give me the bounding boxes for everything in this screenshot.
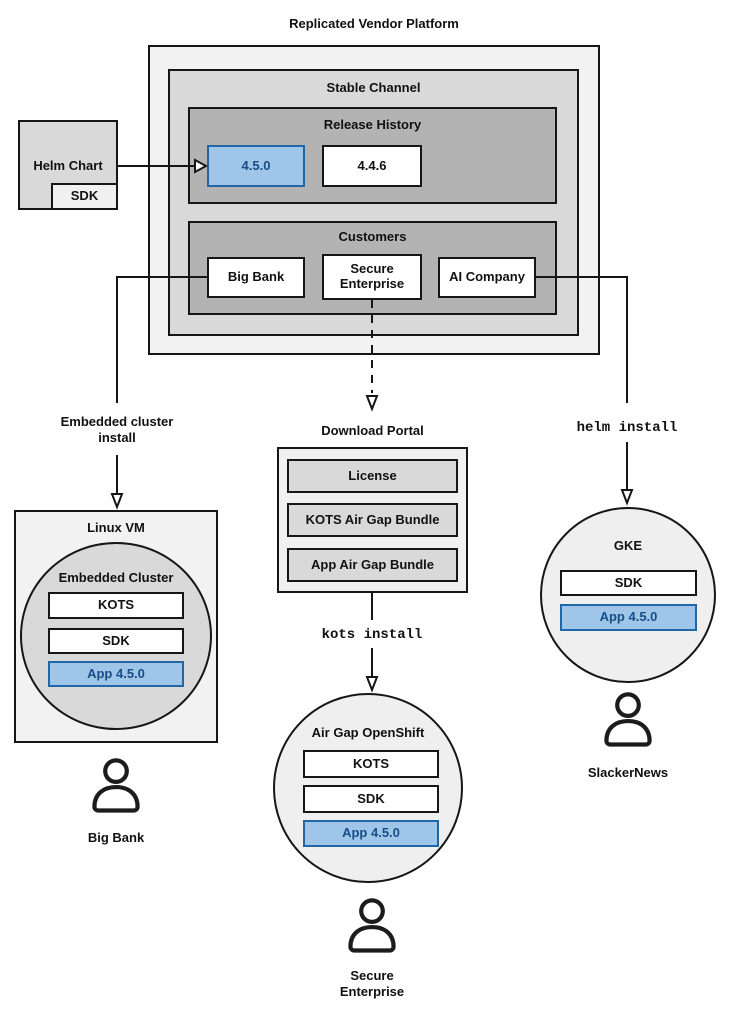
embedded-cluster-kots: KOTS bbox=[48, 592, 184, 619]
release-version-previous: 4.4.6 bbox=[322, 145, 422, 187]
helm-install-command: helm install bbox=[576, 420, 678, 436]
gke-label: GKE bbox=[613, 538, 643, 553]
customer-big-bank: Big Bank bbox=[207, 257, 305, 298]
slackernews-user-label: SlackerNews bbox=[587, 765, 669, 780]
download-portal-label: Download Portal bbox=[321, 423, 424, 438]
customers-label: Customers bbox=[338, 229, 407, 244]
helm-chart-sdk-box: SDK bbox=[51, 183, 118, 210]
big-bank-user-icon bbox=[92, 758, 140, 813]
secure-enterprise-user-line2: Enterprise bbox=[339, 984, 405, 1000]
release-history-label: Release History bbox=[323, 117, 422, 132]
portal-kots-bundle-box: KOTS Air Gap Bundle bbox=[287, 503, 458, 537]
openshift-sdk: SDK bbox=[303, 785, 439, 813]
secure-enterprise-user-icon bbox=[348, 898, 396, 953]
airgap-openshift-label: Air Gap OpenShift bbox=[311, 725, 425, 740]
embedded-cluster-install-label: Embedded cluster install bbox=[42, 414, 192, 447]
release-version-current: 4.5.0 bbox=[207, 145, 305, 187]
portal-app-bundle-box: App Air Gap Bundle bbox=[287, 548, 458, 582]
openshift-kots: KOTS bbox=[303, 750, 439, 778]
openshift-app: App 4.5.0 bbox=[303, 820, 439, 847]
customer-ai-company: AI Company bbox=[438, 257, 536, 298]
embedded-cluster-label: Embedded Cluster bbox=[58, 570, 174, 585]
secure-enterprise-user-line1: Secure bbox=[350, 968, 394, 983]
gke-sdk: SDK bbox=[560, 570, 697, 596]
big-bank-user-label: Big Bank bbox=[87, 830, 145, 845]
helm-install-arrowhead bbox=[620, 489, 634, 506]
embedded-cluster-app: App 4.5.0 bbox=[48, 661, 184, 687]
linux-vm-label: Linux VM bbox=[87, 520, 145, 535]
helm-chart-label: Helm Chart bbox=[33, 158, 103, 173]
embedded-cluster-install-line2: install bbox=[98, 430, 136, 446]
embedded-cluster-install-line1: Embedded cluster bbox=[60, 414, 174, 429]
download-portal-arrowhead bbox=[365, 395, 379, 412]
embedded-cluster-sdk: SDK bbox=[48, 628, 184, 654]
embedded-install-arrowhead bbox=[110, 493, 124, 510]
gke-app: App 4.5.0 bbox=[560, 604, 697, 631]
secure-enterprise-user-label: Secure Enterprise bbox=[292, 968, 452, 1001]
diagram-title: Replicated Vendor Platform bbox=[289, 16, 459, 31]
slackernews-user-icon bbox=[604, 692, 652, 747]
stable-channel-label: Stable Channel bbox=[326, 80, 421, 95]
portal-license-box: License bbox=[287, 459, 458, 493]
openshift-arrowhead bbox=[365, 676, 379, 693]
customer-secure-enterprise: Secure Enterprise bbox=[322, 254, 422, 300]
kots-install-command: kots install bbox=[321, 627, 423, 643]
